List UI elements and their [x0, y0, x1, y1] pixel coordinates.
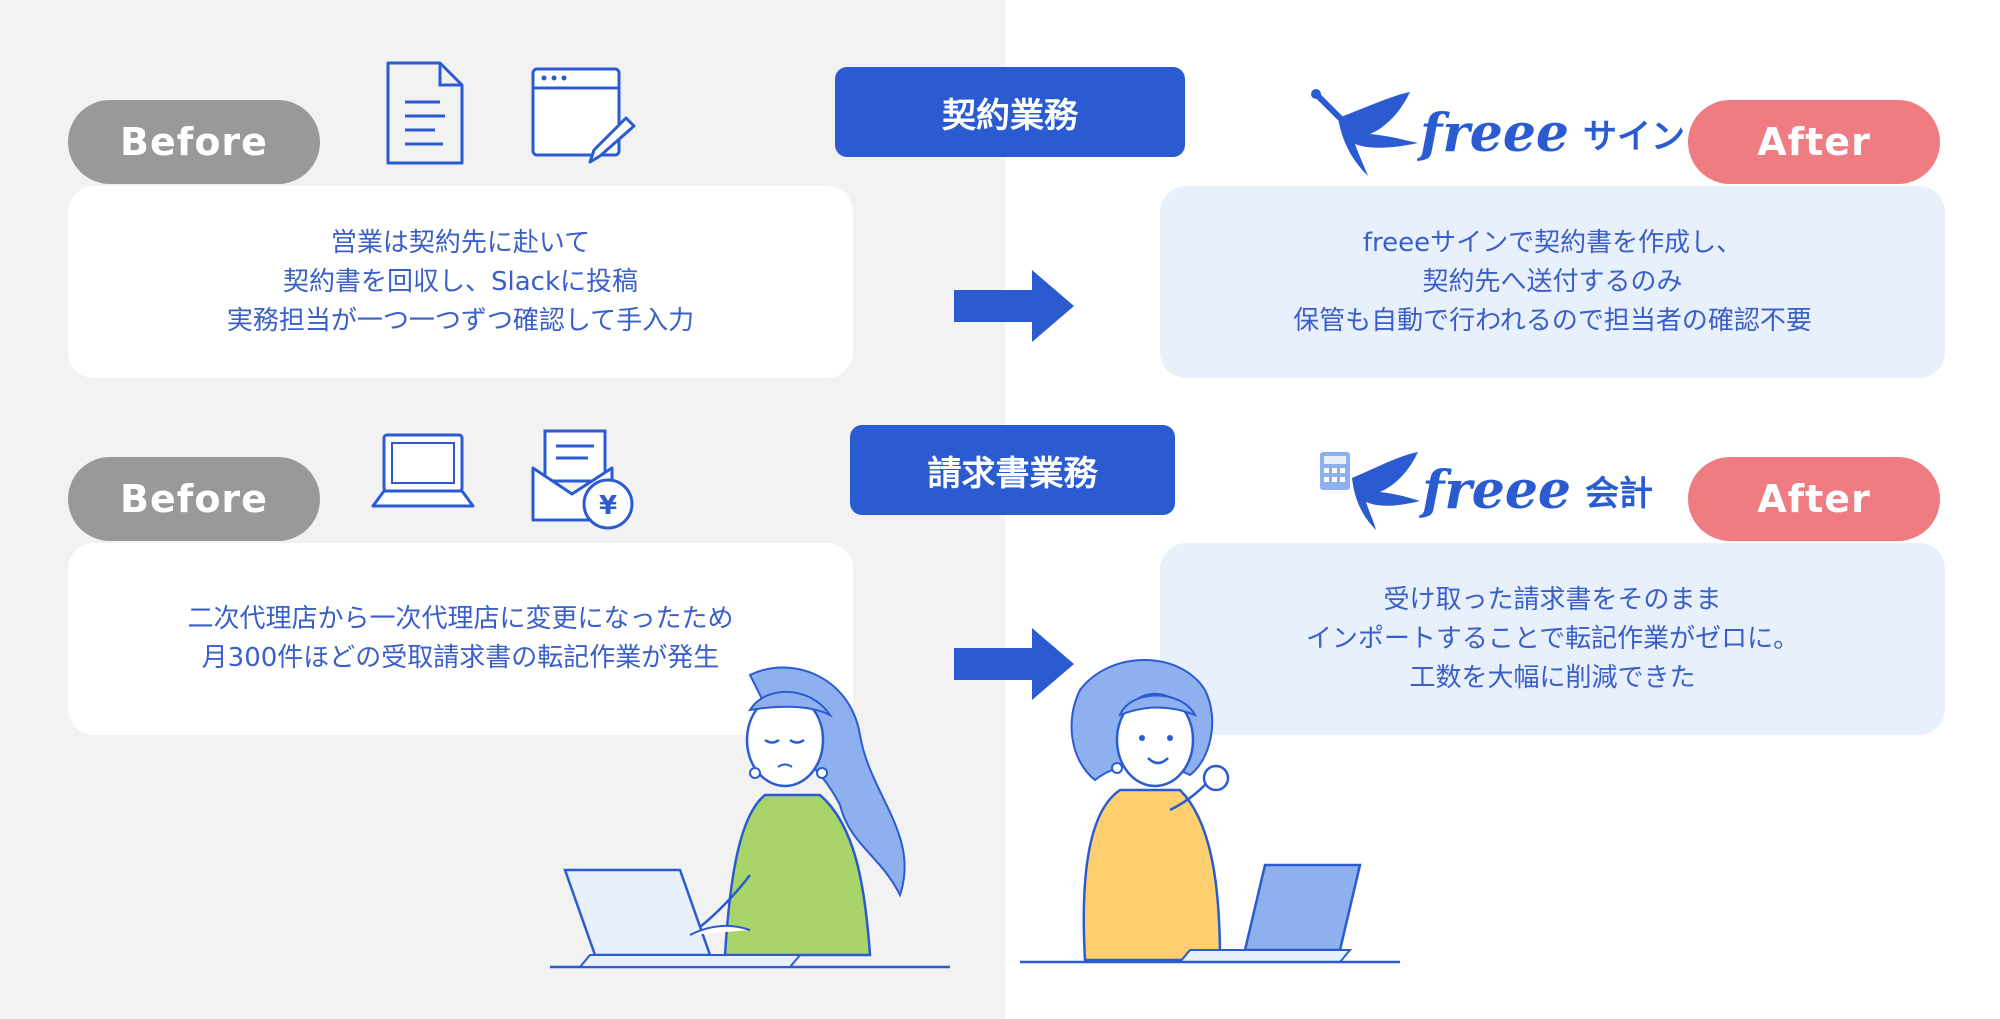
- before-line: 契約書を回収し、Slackに投稿: [282, 266, 638, 297]
- happy-woman-illustration: [1020, 659, 1400, 964]
- envelope-yen-icon: ¥: [531, 429, 634, 530]
- document-icon: [386, 61, 464, 165]
- before-label-2: Before: [68, 457, 320, 541]
- pen-nib-icon: [1311, 89, 1418, 176]
- freee-accounting-subtext: 会計: [1585, 473, 1654, 514]
- freee-accounting-logo: freee 会計: [1318, 448, 1653, 532]
- after-card-contract: freeeサインで契約書を作成し、 契約先へ送付するのみ 保管も自動で行われるの…: [1160, 186, 1945, 378]
- after-line: 受け取った請求書をそのまま: [1383, 584, 1722, 615]
- arrow-right-icon: [954, 628, 1074, 700]
- browser-edit-icon: [531, 67, 636, 164]
- after-label-1: After: [1688, 100, 1940, 184]
- tired-woman-illustration: [550, 666, 950, 969]
- svg-text:¥: ¥: [599, 491, 617, 521]
- calculator-icon: [1320, 452, 1420, 530]
- freee-sign-subtext: サイン: [1583, 116, 1686, 157]
- arrow-right-icon: [954, 270, 1074, 342]
- before-label-1: Before: [68, 100, 320, 184]
- freee-brand-text: freee: [1422, 459, 1572, 521]
- before-line: 営業は契約先に赴いて: [330, 227, 591, 258]
- after-label-2: After: [1688, 457, 1940, 541]
- category-invoice: 請求書業務: [850, 425, 1175, 515]
- after-card-invoice: 受け取った請求書をそのまま インポートすることで転記作業がゼロに。 工数を大幅に…: [1160, 543, 1945, 735]
- freee-brand-text: freee: [1420, 102, 1570, 164]
- before-card-invoice: 二次代理店から一次代理店に変更になったため 月300件ほどの受取請求書の転記作業…: [68, 543, 853, 735]
- before-card-contract: 営業は契約先に赴いて 契約書を回収し、Slackに投稿 実務担当が一つ一つずつ確…: [68, 186, 853, 378]
- after-line: freeeサインで契約書を作成し、: [1362, 227, 1743, 258]
- before-line: 実務担当が一つ一つずつ確認して手入力: [226, 305, 695, 336]
- before-line: 二次代理店から一次代理店に変更になったため: [187, 604, 734, 634]
- after-line: 契約先へ送付するのみ: [1422, 266, 1683, 297]
- before-line: 月300件ほどの受取請求書の転記作業が発生: [201, 643, 720, 673]
- after-line: インポートすることで転記作業がゼロに。: [1305, 623, 1800, 654]
- freee-sign-logo: freee サイン: [1310, 88, 1685, 178]
- after-line: 保管も自動で行われるので担当者の確認不要: [1293, 305, 1812, 336]
- category-contract: 契約業務: [835, 67, 1185, 157]
- laptop-icon: [371, 433, 475, 508]
- after-line: 工数を大幅に削減できた: [1409, 662, 1696, 693]
